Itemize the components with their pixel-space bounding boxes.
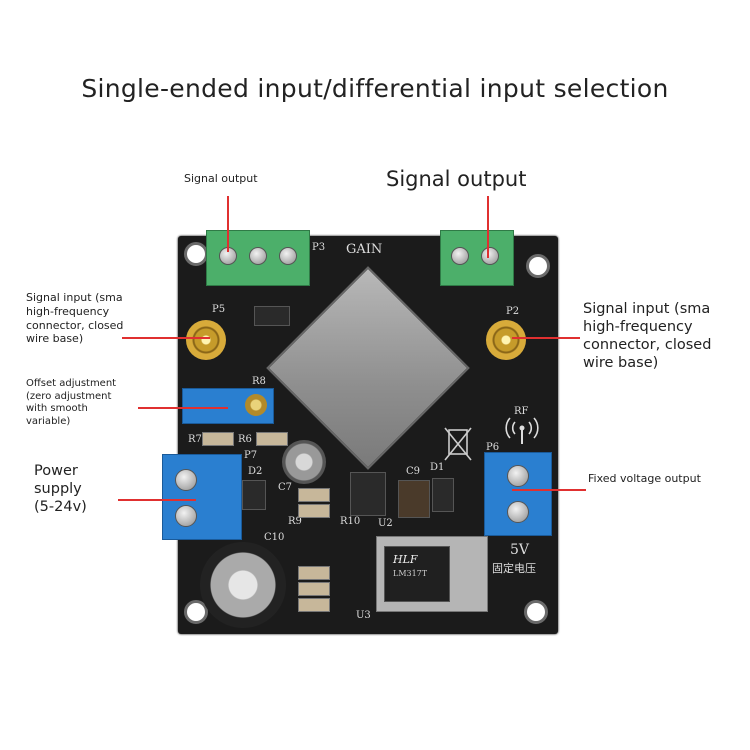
offset-potentiometer: [182, 388, 274, 424]
regulator-part: LM317T: [393, 569, 428, 578]
silk-p7: P7: [244, 450, 258, 461]
silk-r8: R8: [252, 376, 266, 387]
resistor: [256, 432, 288, 446]
silk-p2: P2: [506, 306, 520, 317]
power-supply-terminal: [162, 454, 242, 540]
capacitor-c9: [398, 480, 430, 518]
fixed-voltage-terminal: [484, 452, 552, 536]
regulator-u3: HLF LM317T: [384, 546, 450, 602]
signal-output-terminal-3pin: [206, 230, 310, 286]
resistor: [298, 504, 330, 518]
screw-icon: [451, 247, 469, 265]
resistor: [298, 598, 330, 612]
silk-d2: D2: [248, 466, 263, 477]
electrolytic-capacitor-small: [282, 440, 326, 484]
sma-connector-right: [486, 320, 526, 360]
label-line: wire base): [583, 355, 659, 372]
pointer-line: [512, 337, 580, 339]
screw-icon: [507, 465, 529, 487]
mounting-hole: [184, 242, 208, 266]
screw-icon: [507, 501, 529, 523]
silk-d1: D1: [430, 462, 445, 473]
label-line: variable): [26, 415, 71, 427]
resistor: [202, 432, 234, 446]
label-line: (zero adjustment: [26, 390, 112, 402]
silk-p6: P6: [486, 442, 500, 453]
silk-u2: U2: [378, 518, 393, 529]
label-line: connector, closed: [583, 337, 712, 354]
diode-d2: [242, 480, 266, 510]
pointer-line: [118, 499, 196, 501]
label-power-supply: Power supply (5-24v): [34, 462, 87, 516]
pointer-line: [122, 337, 210, 339]
label-line: high-frequency: [583, 319, 693, 336]
silk-fixed-voltage-cn: 固定电压: [492, 562, 536, 575]
silk-c9: C9: [406, 466, 421, 477]
screw-icon: [175, 469, 197, 491]
pointer-line: [138, 407, 228, 409]
label-signal-input-right: Signal input (sma high-frequency connect…: [583, 300, 711, 373]
silk-r7: R7: [188, 434, 202, 445]
silk-c7: C7: [278, 482, 293, 493]
label-signal-input-left: Signal input (sma high-frequency connect…: [26, 291, 123, 346]
rf-wave-icon: [505, 417, 539, 444]
label-line: Power: [34, 463, 78, 479]
diode-d1: [432, 478, 454, 512]
screw-icon: [279, 247, 297, 265]
regulator-brand: HLF: [393, 553, 418, 566]
label-line: wire base): [26, 332, 84, 346]
page-title: Single-ended input/differential input se…: [81, 74, 669, 103]
label-line: supply: [34, 481, 82, 498]
label-line: (5-24v): [34, 499, 87, 516]
mounting-hole: [524, 600, 548, 624]
label-line: with smooth: [26, 403, 88, 414]
label-line: Signal input (sma: [583, 301, 711, 317]
opamp-u2: [350, 472, 386, 516]
mounting-hole: [526, 254, 550, 278]
resistor: [298, 488, 330, 502]
silk-gain: GAIN: [346, 242, 383, 257]
signal-output-terminal-2pin: [440, 230, 514, 286]
trim-screw-icon: [245, 394, 267, 416]
silk-r10: R10: [340, 516, 361, 527]
label-fixed-voltage-output: Fixed voltage output: [588, 472, 701, 485]
silk-rf: RF: [514, 406, 529, 417]
silk-u3: U3: [356, 610, 371, 621]
pcb-board: P3 GAIN P5 P2 R8 R7 R6 P7 D2 C10 C7 R9 R…: [162, 230, 558, 634]
screw-icon: [249, 247, 267, 265]
sma-connector-left: [186, 320, 226, 360]
pointer-line: [227, 196, 229, 252]
resistor: [298, 582, 330, 596]
screw-icon: [175, 505, 197, 527]
label-signal-output-small: Signal output: [184, 172, 258, 185]
label-line: Offset adjustment: [26, 378, 117, 389]
label-offset-adjustment: Offset adjustment (zero adjustment with …: [26, 378, 116, 428]
silk-c10: C10: [264, 532, 285, 543]
label-line: connector, closed: [26, 318, 124, 332]
resistor: [298, 566, 330, 580]
silk-p3: P3: [312, 242, 326, 253]
electrolytic-capacitor-large: [200, 542, 286, 628]
weee-bin-icon: [444, 427, 472, 461]
label-line: Signal input (sma: [26, 291, 123, 304]
silk-r9: R9: [288, 516, 302, 527]
label-line: high-frequency: [26, 304, 110, 318]
pointer-line: [487, 196, 489, 258]
silk-5v: 5V: [510, 542, 530, 558]
jumper-header: [254, 306, 290, 326]
silk-r6: R6: [238, 434, 252, 445]
screw-icon: [481, 247, 499, 265]
label-signal-output-large: Signal output: [386, 167, 527, 191]
pointer-line: [512, 489, 586, 491]
silk-p5: P5: [212, 304, 226, 315]
